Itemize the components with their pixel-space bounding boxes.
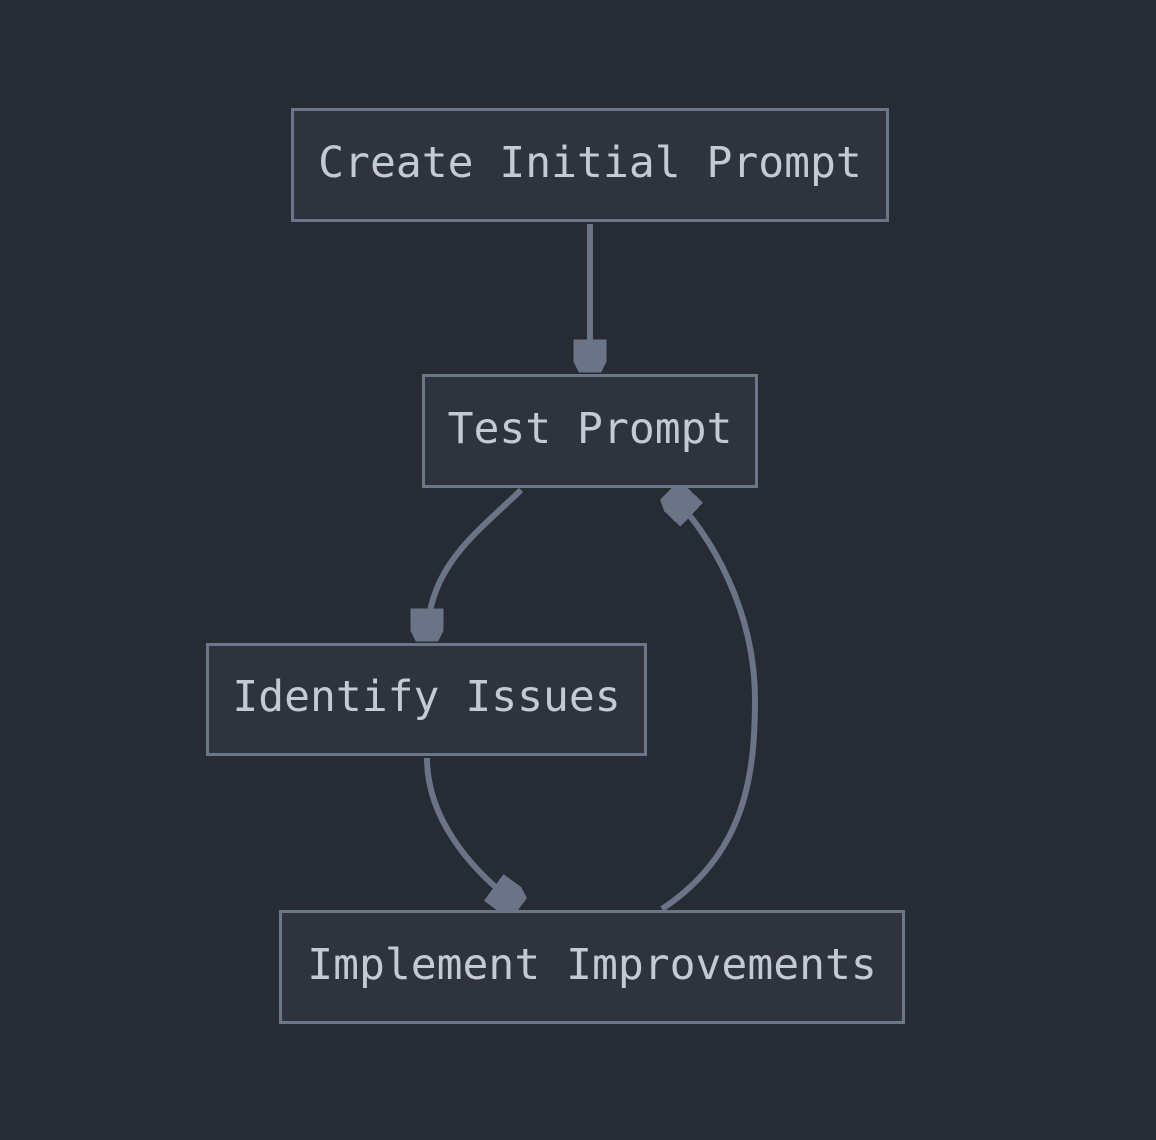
node-label: Identify Issues xyxy=(232,672,621,722)
node-label: Test Prompt xyxy=(447,403,733,454)
node-label: Create Initial Prompt xyxy=(318,137,862,188)
edge-test-to-identify xyxy=(427,487,524,640)
node-test-prompt: Test Prompt xyxy=(422,374,758,488)
edge-identify-to-implement xyxy=(424,757,519,906)
node-identify-issues: Identify Issues xyxy=(206,643,647,756)
node-create-initial-prompt: Create Initial Prompt xyxy=(291,108,889,222)
node-label: Implement Improvements xyxy=(307,939,877,990)
node-implement-improvements: Implement Improvements xyxy=(279,910,905,1024)
edge-implement-to-test xyxy=(662,493,759,912)
